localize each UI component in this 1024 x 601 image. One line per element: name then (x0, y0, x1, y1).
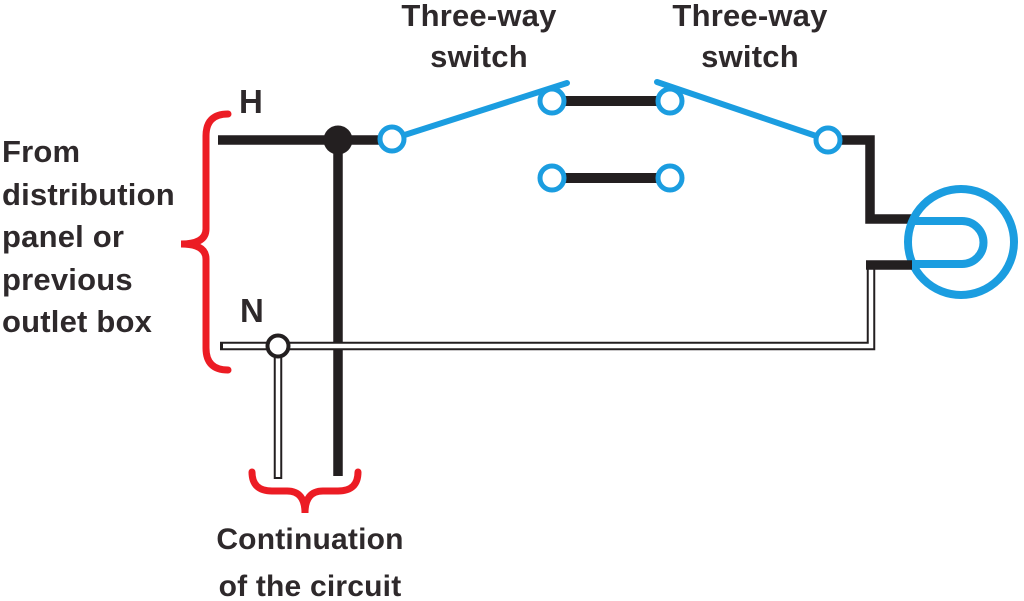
brace-left (180, 110, 232, 374)
junction-dot-neutral (265, 333, 291, 359)
switch2-traveler-terminal-top (655, 86, 685, 116)
label-hot-wire: H (239, 83, 264, 120)
lamp-filament-loop (910, 217, 988, 268)
lamp-outer-circle (904, 185, 1018, 299)
switch1-traveler-terminal-top (537, 86, 567, 116)
label-neutral-wire: N (240, 292, 265, 329)
brace-bottom (248, 468, 362, 514)
switch2-lever (654, 79, 831, 143)
switch1-common-terminal (377, 124, 407, 154)
switch2-traveler-terminal-bottom (655, 163, 685, 193)
label-three-way-switch-2: Three-way switch (672, 0, 828, 74)
hot-wire-to-lamp (840, 135, 912, 224)
switch2-common-terminal (813, 125, 843, 155)
junction-dot-hot (323, 125, 353, 155)
label-three-way-switch-1: Three-way switch (401, 0, 557, 74)
neutral-wire (220, 262, 876, 351)
label-continuation: Continuation of the circuit (216, 523, 404, 601)
light-fixture-symbol (904, 185, 1018, 299)
switch1-lever (389, 80, 570, 142)
switch1-traveler-terminal-bottom (537, 163, 567, 193)
label-source: From distribution panel or previous outl… (2, 134, 175, 339)
